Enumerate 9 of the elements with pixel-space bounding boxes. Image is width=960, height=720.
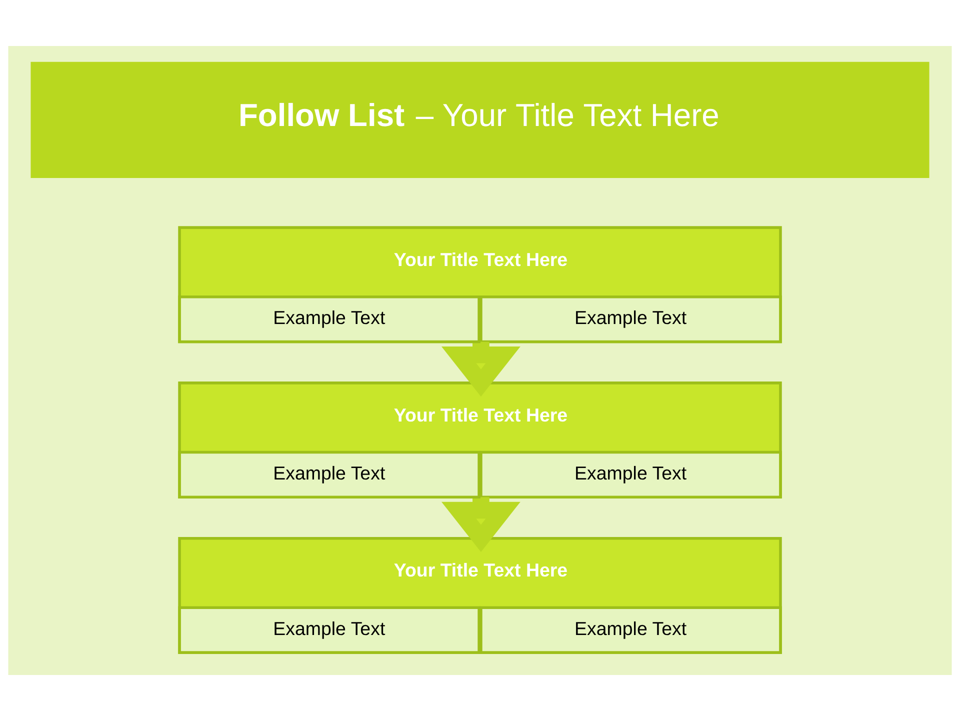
- node-box: Example Text: [178, 606, 480, 654]
- node-box: Example Text: [480, 450, 782, 498]
- diagram-title: Follow List – Your Title Text Here: [238, 96, 720, 132]
- node-box: Example Text: [178, 294, 480, 343]
- node-box: Example Text: [480, 606, 782, 654]
- node-box: Example Text: [480, 294, 782, 343]
- arrow: [441, 496, 520, 552]
- arrow: [441, 341, 520, 396]
- node-box: Example Text: [178, 450, 480, 498]
